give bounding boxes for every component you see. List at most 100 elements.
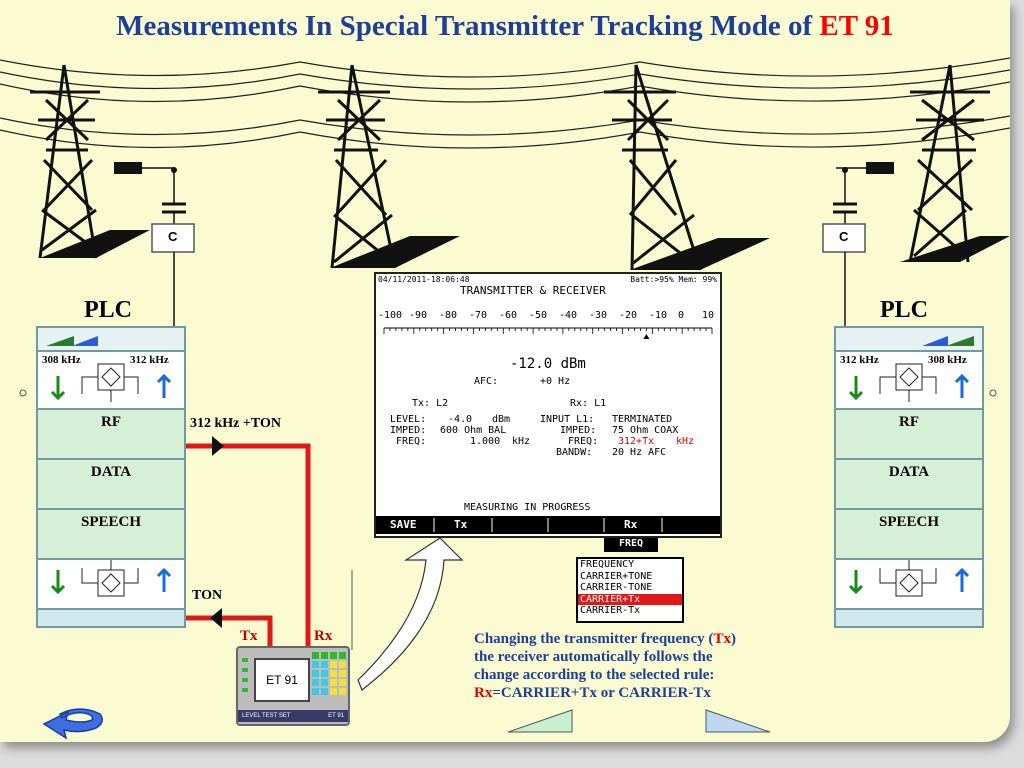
device-footer-left: LEVEL TEST SET — [242, 713, 291, 719]
device-screen: ET 91 — [254, 658, 310, 702]
rx-header: Rx: L1 — [570, 398, 607, 409]
screen-heading: TRANSMITTER & RECEIVER — [460, 284, 606, 297]
title-accent: ET 91 — [819, 10, 894, 42]
softkey-dividers — [433, 518, 663, 532]
tx-imped-label: IMPED: — [390, 425, 427, 436]
plc-right-header — [836, 328, 982, 352]
screen-datetime: 04/11/2011-18:06:48 — [378, 275, 470, 284]
device-led-column — [242, 658, 248, 692]
et91-device[interactable]: ET 91 LEVEL TEST SET ET 91 — [236, 646, 350, 726]
plc-right-label: PLC — [880, 297, 928, 323]
rx-freq-value: 312+Tx — [618, 436, 655, 447]
tower-1 — [30, 64, 100, 259]
tx-freq-label: FREQ: — [396, 436, 427, 447]
scale-tick-label: -40 — [559, 310, 578, 321]
scale-tick-label: -60 — [499, 310, 518, 321]
signal-label-lower: TON — [192, 588, 223, 603]
plc-left-bottom-filter — [38, 560, 184, 610]
hybrid-filter-icon — [848, 363, 970, 402]
scale-tick-label: -50 — [529, 310, 548, 321]
plc-left-filter: 308 kHz 312 kHz — [38, 352, 184, 410]
rx-imped-label: IMPED: — [560, 425, 597, 436]
scale-tick-label: -20 — [619, 310, 638, 321]
level-marker — [643, 334, 650, 339]
plc-left-freq-a: 308 kHz — [42, 354, 81, 366]
coupling-label-right: C — [839, 229, 849, 244]
tx-level-label: LEVEL: — [390, 414, 427, 425]
scale-tick-label: -100 — [378, 310, 403, 321]
tx-level-unit: dBm — [492, 414, 511, 425]
tx-port-label: Tx — [240, 628, 258, 644]
plc-right-module-data: DATA — [836, 460, 982, 510]
signal-label-upper: 312 kHz +TON — [190, 416, 281, 431]
plc-right-module-rf: RF — [836, 410, 982, 460]
rx-imped-value: 75 Ohm COAX — [612, 425, 679, 436]
menu-option-frequency[interactable]: FREQUENCY — [580, 559, 635, 570]
device-screen-label: ET 91 — [266, 673, 298, 687]
caption-line-1: Changing the transmitter frequency (Tx) — [474, 631, 736, 647]
plc-right-freq-b: 308 kHz — [928, 354, 967, 366]
menu-option-carrier-minus-tx[interactable]: CARRIER-Tx — [580, 605, 641, 616]
plc-left-module-data: DATA — [38, 460, 184, 510]
screen-status: Batt:>95% Mem: 99% — [630, 275, 717, 284]
plc-left: 308 kHz 312 kHz RF DATA SPEECH — [36, 326, 186, 628]
caption-line-4: Rx=CARRIER+Tx or CARRIER-Tx — [474, 685, 711, 701]
scale-tick-label: -80 — [439, 310, 458, 321]
softkey-rx[interactable]: Rx — [624, 518, 638, 531]
freq-softkey[interactable]: FREQ — [604, 538, 658, 552]
scale-tick-label: 10 — [702, 310, 715, 321]
device-footer: LEVEL TEST SET ET 91 — [238, 710, 348, 722]
hybrid-filter-icon — [848, 560, 970, 597]
freq-rule-menu: FREQUENCY CARRIER+TONE CARRIER-TONE CARR… — [576, 557, 684, 623]
page-title: Measurements In Special Transmitter Trac… — [0, 10, 1010, 43]
coupling-label-left: C — [168, 229, 178, 244]
tx-header: Tx: L2 — [412, 398, 449, 409]
power-line-illustration — [0, 57, 1010, 733]
reading-value: -12.0 dBm — [510, 356, 586, 372]
explanation-text: Changing the transmitter frequency (Tx) … — [474, 630, 834, 702]
hybrid-filter-icon — [50, 363, 172, 402]
device-keypad — [312, 652, 346, 695]
rx-bandw-value: 20 Hz AFC — [612, 447, 667, 458]
rx-freq-label: FREQ: — [568, 436, 599, 447]
caption-line-2: the receiver automatically follows the — [474, 649, 713, 665]
tx-freq-unit: kHz — [512, 436, 531, 447]
menu-option-carrier-minus-tone[interactable]: CARRIER-TONE — [580, 582, 653, 593]
rx-bandw-label: BANDW: — [556, 447, 593, 458]
scale-tick-label: -30 — [589, 310, 608, 321]
softkey-save[interactable]: SAVE — [390, 518, 417, 531]
left-edge-marker-icon — [19, 389, 27, 397]
caption-line-3: change according to the selected rule: — [474, 667, 715, 683]
hybrid-filter-icon — [50, 560, 172, 597]
plc-left-freq-b: 312 kHz — [130, 354, 169, 366]
signal-strength-icon — [922, 336, 974, 346]
afc-value: +0 Hz — [540, 376, 571, 387]
progress-status: MEASURING IN PROGRESS — [464, 502, 591, 513]
plc-right-filter: 312 kHz 308 kHz — [836, 352, 982, 410]
rx-input-value: TERMINATED — [612, 414, 673, 425]
rx-input-label: INPUT L1: — [540, 414, 595, 425]
plc-left-module-speech: SPEECH — [38, 510, 184, 560]
back-arrow-icon[interactable] — [40, 700, 110, 740]
softkey-tx[interactable]: Tx — [454, 518, 468, 531]
scale-tick-label: -70 — [469, 310, 488, 321]
plc-left-header — [38, 328, 184, 352]
tx-freq-value: 1.000 — [470, 436, 501, 447]
menu-option-carrier-plus-tx[interactable]: CARRIER+Tx — [578, 593, 682, 605]
tower-3 — [604, 64, 702, 271]
plc-left-label: PLC — [84, 297, 132, 323]
plc-right-module-speech: SPEECH — [836, 510, 982, 560]
plc-right-bottom-filter — [836, 560, 982, 610]
softkey-bar: SAVE Tx Rx — [376, 516, 720, 534]
scale-tick-label: -10 — [649, 310, 668, 321]
tower-2 — [318, 64, 397, 269]
plc-right: 312 kHz 308 kHz RF DATA SPEECH — [834, 326, 984, 628]
tx-level-value: -4.0 — [448, 414, 473, 425]
afc-label: AFC: — [474, 376, 499, 387]
rx-port-label: Rx — [314, 628, 333, 644]
device-footer-right: ET 91 — [328, 713, 344, 719]
instrument-screen: 04/11/2011-18:06:48 Batt:>95% Mem: 99% T… — [374, 272, 722, 538]
menu-option-carrier-plus-tone[interactable]: CARRIER+TONE — [580, 570, 653, 582]
level-scale: -100 -90 -80 -70 -60 -50 -40 -30 -20 -10… — [376, 310, 720, 340]
tower-4 — [908, 64, 990, 263]
